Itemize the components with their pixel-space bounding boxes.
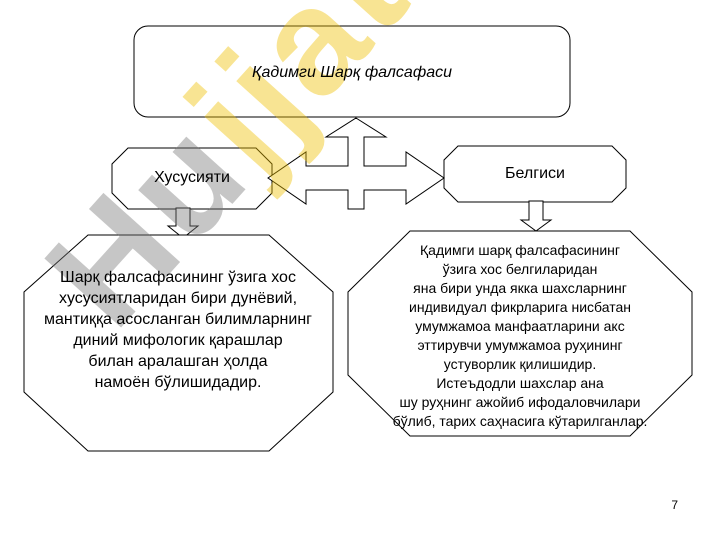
right-line: ўзига хос белгиларидан <box>442 261 598 277</box>
right-line: эттирувчи умумжамоа руҳининг <box>417 337 623 353</box>
right-line: шу руҳнинг ажойиб ифодаловчилари <box>399 394 641 410</box>
right-heading: Белгиси <box>505 165 565 182</box>
left-line: билан аралашган ҳолда <box>88 353 268 370</box>
diagram-title: Қадимги Шарқ фалсафаси <box>252 64 452 81</box>
page-number: 7 <box>671 498 678 512</box>
left-heading: Хусусияти <box>154 169 230 186</box>
right-heading-box <box>443 145 627 203</box>
left-body-box <box>23 234 334 452</box>
left-heading-box <box>111 147 273 210</box>
right-line: Қадимги шарқ фалсафасининг <box>420 242 620 258</box>
left-line: мантиққа асосланган билимларнинг <box>43 311 312 328</box>
right-line: индивидуал фикрларига нисбатан <box>409 299 631 315</box>
title-box <box>133 25 571 118</box>
right-line: устуворлик қилишидир. <box>443 356 597 372</box>
left-line: намоён бўлишидадир. <box>94 374 262 391</box>
right-line: бўлиб, тарих саҳнасига кўтарилганлар. <box>392 413 648 429</box>
center-four-way-arrow <box>267 117 445 210</box>
left-down-arrow <box>166 207 200 239</box>
left-line: диний мифологик қарашлар <box>73 332 283 349</box>
right-line: умумжамоа манфаатларини акс <box>415 318 625 334</box>
right-line: Истеъдодли шахслар ана <box>436 375 604 391</box>
left-line: хусусиятларидан бири дунёвий, <box>58 290 298 307</box>
right-body-box <box>347 230 693 437</box>
right-down-arrow <box>519 200 553 232</box>
right-body-text: Қадимги шарқ фалсафасининг ўзига хос бел… <box>352 236 688 436</box>
left-body-text: Шарқ фалсафасининг ўзига хос хусусиятлар… <box>28 240 328 420</box>
left-line: Шарқ фалсафасининг ўзига хос <box>60 269 296 286</box>
right-line: яна бири унда якка шахсларнинг <box>413 280 627 296</box>
